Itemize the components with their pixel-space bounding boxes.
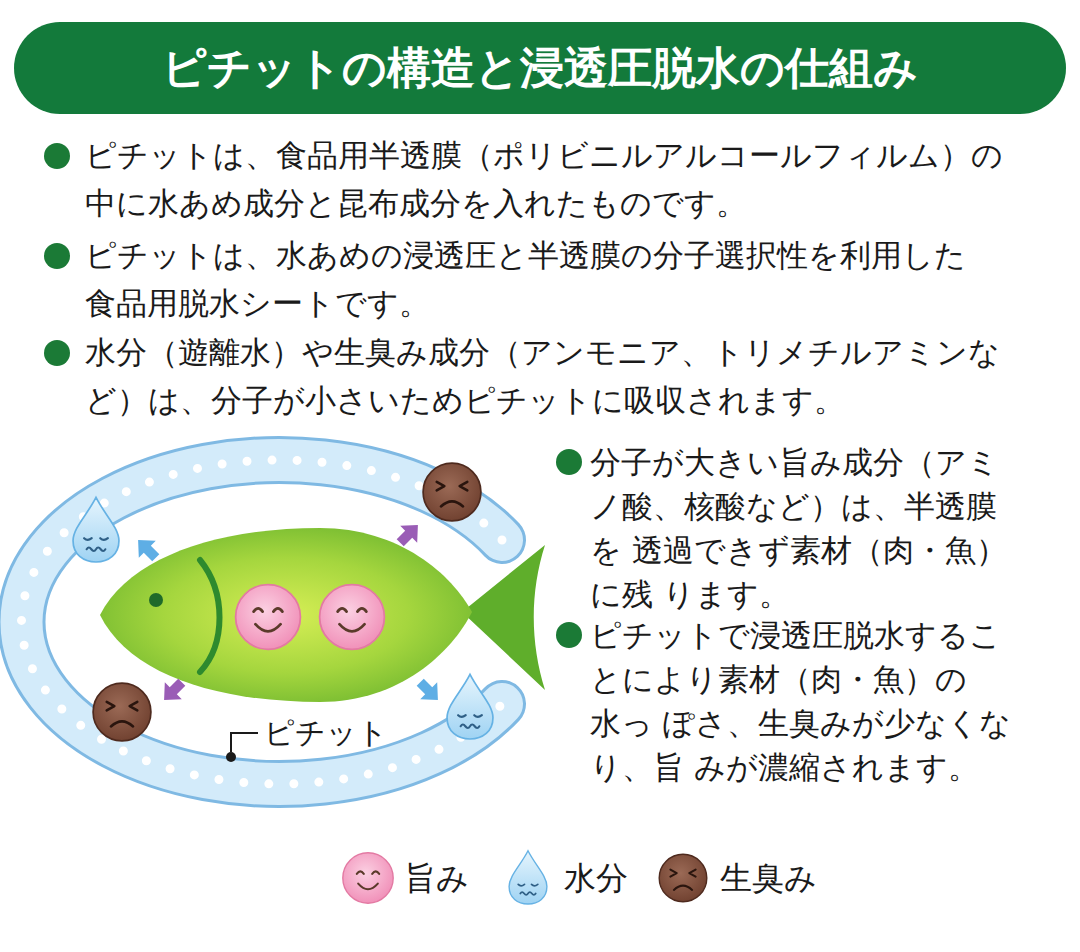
flow-arrow (156, 674, 191, 709)
fish-tail (462, 545, 545, 690)
odor-icon (423, 463, 481, 521)
sheet-pores (21, 460, 502, 784)
bullet-text: 水分（遊離水）や生臭み成分（アンモニア、トリメチルアミンな ど）は、分子が小さい… (85, 328, 1003, 424)
legend-text: 旨み (404, 856, 469, 900)
fish-body (100, 528, 472, 702)
part-label: ピチット (264, 714, 388, 752)
bullet-text: ピチットは、食品用半透膜（ポリビニルアルコールフィルム）の 中に水あめ成分と昆布… (85, 131, 1015, 227)
pichit-sheet (21, 460, 502, 784)
water-drop-icon (73, 497, 119, 562)
bullet-text: ピチットは、水あめの浸透圧と半透膜の分子選択性を利用した 食品用脱水シートです。 (85, 231, 1003, 327)
odor-icon (93, 683, 151, 741)
legend-odor-icon (659, 854, 707, 902)
legend-text: 水分 (564, 856, 628, 900)
legend-text: 生臭み (720, 856, 817, 900)
flow-arrow (392, 517, 427, 552)
sheet-band (21, 460, 502, 784)
legend-water-icon (509, 851, 547, 904)
legend-umami-icon (343, 853, 393, 903)
umami-icon (320, 585, 385, 650)
fish-gill (200, 560, 220, 672)
bullet-dot (44, 243, 70, 269)
fish (100, 528, 545, 702)
bullet-dot (44, 143, 70, 169)
sheet-outline (21, 460, 502, 784)
bullet-dot (556, 622, 582, 648)
title-banner (14, 22, 1066, 114)
leader-line (231, 733, 258, 752)
leader-dot (226, 752, 236, 762)
fish-eye (149, 593, 163, 607)
bullet-text: 分子が大きい旨み成分（アミ ノ酸、核酸など）は、半透膜を 透過できず素材（肉・魚… (590, 440, 1024, 616)
flow-arrow (412, 674, 447, 709)
bullet-dot (556, 449, 582, 475)
umami-icon (236, 585, 301, 650)
water-drop-icon (447, 674, 493, 739)
title: ピチットの構造と浸透圧脱水の仕組み (14, 40, 1066, 96)
bullet-text: ピチットで浸透圧脱水するこ とにより素材（肉・魚）の水っ ぽさ、生臭みが少なくな… (590, 613, 1024, 789)
bullet-dot (44, 340, 70, 366)
flow-arrow (130, 532, 165, 567)
